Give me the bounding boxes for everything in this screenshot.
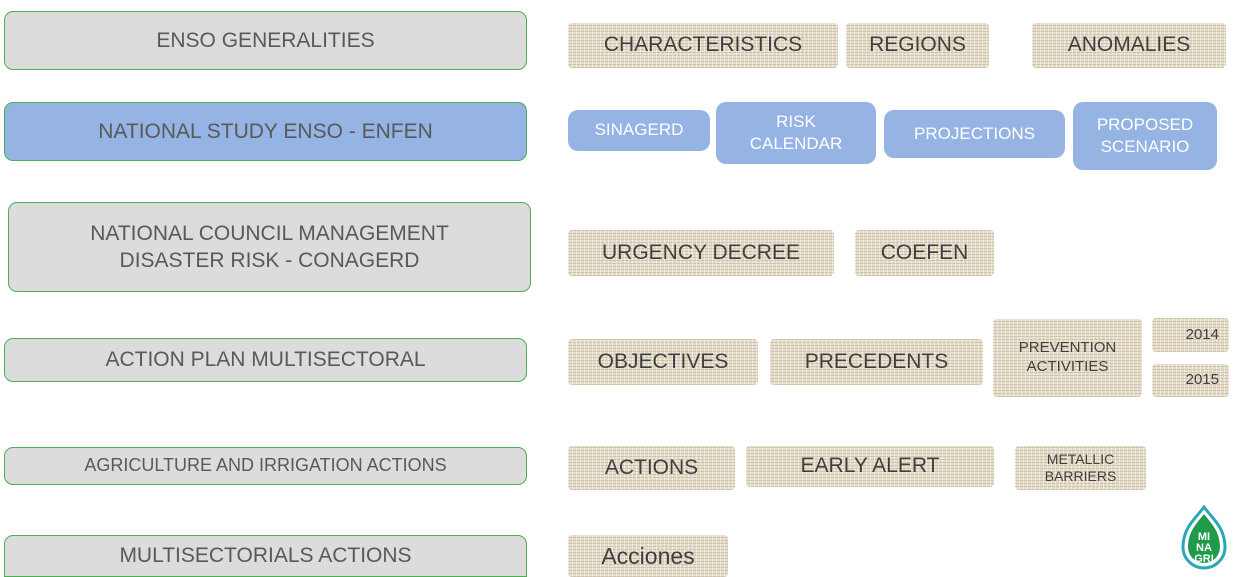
year-2015-button[interactable]: 2015 [1152, 364, 1229, 397]
national-study-enso-enfen-button[interactable]: NATIONAL STUDY ENSO - ENFEN [4, 102, 527, 161]
logo-text-mi: MI [1198, 531, 1210, 543]
metallic-barriers-button[interactable]: METALLIC BARRIERS [1015, 446, 1146, 490]
multisectorial-actions-button[interactable]: MULTISECTORIALS ACTIONS [4, 535, 527, 577]
agriculture-irrigation-actions-button[interactable]: AGRICULTURE AND IRRIGATION ACTIONS [4, 447, 527, 485]
proposed-scenario-button[interactable]: PROPOSED SCENARIO [1073, 102, 1217, 170]
national-council-conagerd-button[interactable]: NATIONAL COUNCIL MANAGEMENT DISASTER RIS… [8, 202, 531, 292]
acciones-button[interactable]: Acciones [568, 535, 728, 577]
urgency-decree-button[interactable]: URGENCY DECREE [568, 230, 834, 276]
risk-calendar-button[interactable]: RISK CALENDAR [716, 102, 876, 164]
precedents-button[interactable]: PRECEDENTS [770, 339, 983, 385]
regions-button[interactable]: REGIONS [846, 23, 989, 68]
logo-text-na: NA [1196, 542, 1212, 554]
prevention-activities-button[interactable]: PREVENTION ACTIVITIES [993, 319, 1142, 397]
year-2014-button[interactable]: 2014 [1152, 318, 1229, 352]
conagerd-title-line-2: DISASTER RISK - CONAGERD [119, 249, 420, 272]
coefen-button[interactable]: COEFEN [855, 230, 994, 276]
logo-text-gri: GRI [1194, 553, 1214, 565]
objectives-button[interactable]: OBJECTIVES [568, 339, 758, 385]
early-alert-button[interactable]: EARLY ALERT [746, 446, 994, 487]
conagerd-title-line-1: NATIONAL COUNCIL MANAGEMENT [90, 221, 449, 245]
action-plan-multisectoral-button[interactable]: ACTION PLAN MULTISECTORAL [4, 338, 527, 382]
logo-drop [1188, 514, 1220, 563]
projections-button[interactable]: PROJECTIONS [884, 110, 1065, 158]
actions-button[interactable]: ACTIONS [568, 446, 735, 490]
minagri-logo: MI NA GRI [1181, 505, 1227, 570]
sinagerd-button[interactable]: SINAGERD [568, 110, 710, 151]
characteristics-button[interactable]: CHARACTERISTICS [568, 23, 838, 68]
anomalies-button[interactable]: ANOMALIES [1032, 23, 1226, 68]
enso-generalities-button[interactable]: ENSO GENERALITIES [4, 11, 527, 70]
